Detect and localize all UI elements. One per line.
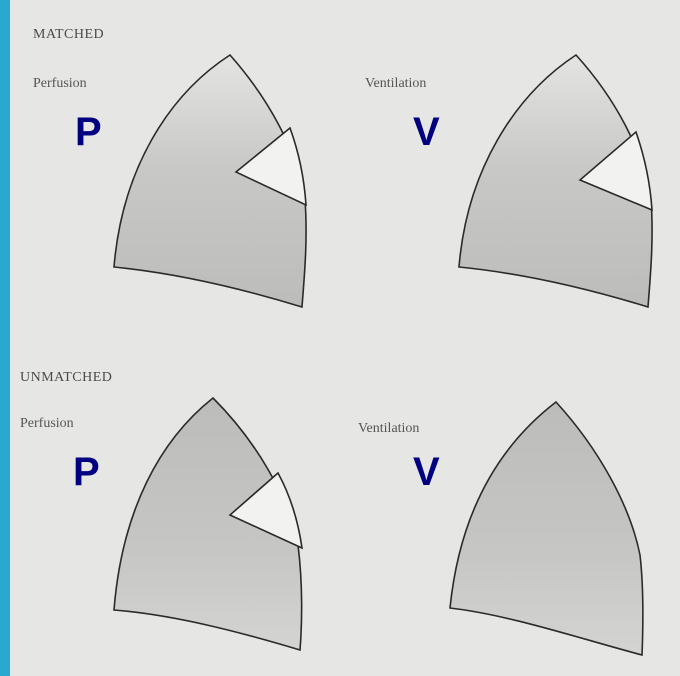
matched-ventilation-letter: V xyxy=(413,110,440,155)
matched-perfusion-letter: P xyxy=(75,110,102,155)
unmatched-ventilation-label: Ventilation xyxy=(358,421,419,437)
unmatched-title: UNMATCHED xyxy=(20,370,112,386)
matched-perfusion-lung xyxy=(114,55,306,307)
unmatched-ventilation-lung xyxy=(450,402,643,655)
matched-ventilation-label: Ventilation xyxy=(365,76,426,92)
unmatched-perfusion-letter: P xyxy=(73,450,100,495)
matched-ventilation-lung xyxy=(459,55,652,307)
unmatched-ventilation-letter: V xyxy=(413,450,440,495)
diagram-slide: MATCHED Perfusion Ventilation P V UNMATC… xyxy=(10,0,680,676)
matched-title: MATCHED xyxy=(33,27,104,43)
unmatched-perfusion-label: Perfusion xyxy=(20,416,74,432)
lung-diagrams xyxy=(10,0,680,676)
matched-perfusion-label: Perfusion xyxy=(33,76,87,92)
unmatched-perfusion-lung xyxy=(114,398,302,650)
lung-outline xyxy=(450,402,643,655)
